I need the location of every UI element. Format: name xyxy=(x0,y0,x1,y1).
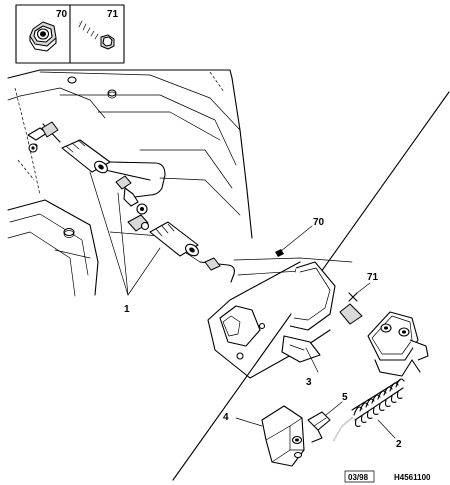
panel-boss-hole xyxy=(30,76,117,238)
footer-codes: 03/98 H4561100 xyxy=(344,470,431,483)
pipe-union-upper xyxy=(27,121,111,174)
date-code: 03/98 xyxy=(348,473,369,482)
screw-71-marker xyxy=(339,282,371,325)
legend-nut-ref: 70 xyxy=(56,9,68,20)
callout-71: 71 xyxy=(367,272,379,283)
callout-70: 70 xyxy=(313,217,325,228)
callout-3: 3 xyxy=(306,377,312,388)
callout-2: 2 xyxy=(396,439,402,450)
leader-5 xyxy=(325,401,343,416)
callout-5: 5 xyxy=(342,392,348,403)
leader-4 xyxy=(235,417,263,427)
leader-2 xyxy=(377,419,396,439)
callout-4: 4 xyxy=(223,412,229,423)
retaining-clip xyxy=(307,411,331,443)
nut-70-marker xyxy=(275,225,313,257)
parts-legend-box: 70 71 xyxy=(15,4,125,64)
spring-support-bracket xyxy=(261,405,305,467)
drawing-code: H4561100 xyxy=(394,473,431,482)
legend-screw-ref: 71 xyxy=(107,9,119,20)
brake-pipe-assembly xyxy=(27,121,235,296)
callout-1: 1 xyxy=(124,304,130,315)
date-code-frame xyxy=(344,470,375,483)
leader-3 xyxy=(305,347,319,373)
rear-axle-beam xyxy=(207,257,353,379)
compensator-spring xyxy=(333,378,405,441)
brake-compensator-valve xyxy=(367,311,429,377)
hex-nut-icon xyxy=(29,21,57,52)
compensator-bracket xyxy=(281,261,336,363)
screw-icon xyxy=(78,20,115,50)
pipe-plug xyxy=(115,175,148,215)
pipe-union-lower xyxy=(127,214,221,271)
